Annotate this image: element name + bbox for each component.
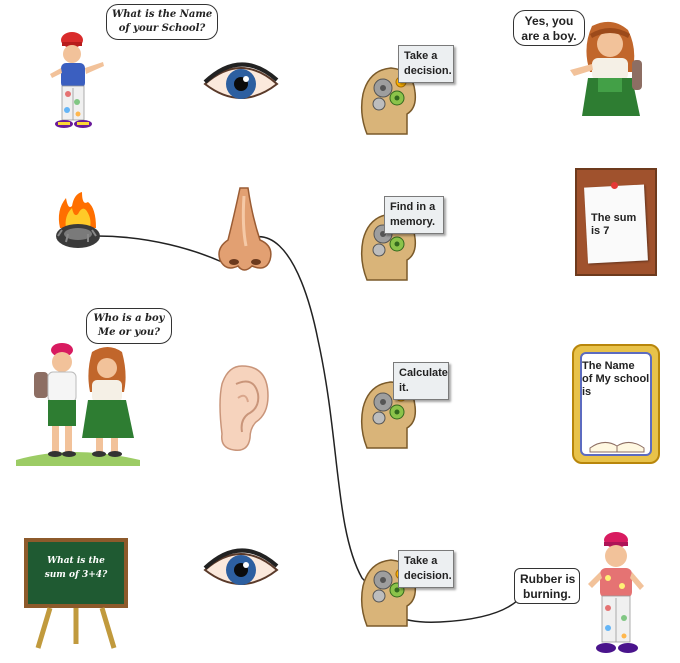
eye-icon xyxy=(203,62,279,99)
speech-bubble-school-name: What is the Name of your School? xyxy=(106,4,218,40)
speech-line: of your School? xyxy=(118,23,206,34)
board-card-text: The sum is 7 xyxy=(591,212,636,238)
nose-icon xyxy=(218,187,272,271)
boy-speaking-icon xyxy=(588,532,644,653)
picture-frame-icon: The Name of My school is xyxy=(572,344,660,464)
board-line: sum of 3+4? xyxy=(44,570,108,580)
frame-inner xyxy=(580,352,652,456)
easel-legs-icon xyxy=(35,607,117,649)
boy-asking-icon xyxy=(50,32,104,128)
speech-line: Yes, you xyxy=(524,14,574,28)
notice-board-icon: The sum is 7 xyxy=(575,168,657,276)
boy-and-girl-icon xyxy=(16,343,140,466)
speech-line: Me or you? xyxy=(98,327,160,338)
note-line: it. xyxy=(399,382,409,394)
speech-line: are a boy. xyxy=(521,29,577,43)
eye-icon xyxy=(203,548,279,585)
brain-note-decision-2: Take a decision. xyxy=(398,550,454,588)
speech-bubble-rubber: Rubber is burning. xyxy=(514,568,580,604)
open-book-icon xyxy=(589,442,645,453)
card-line: The sum xyxy=(591,212,637,224)
speech-line: Who is a boy xyxy=(93,313,165,324)
chalkboard-icon: What is the sum of 3+4? xyxy=(24,538,128,649)
note-line: Calculate xyxy=(399,367,448,379)
girl-answering-icon xyxy=(570,21,642,116)
brain-note-memory: Find in a memory. xyxy=(384,196,444,234)
speech-bubble-who-boy: Who is a boy Me or you? xyxy=(86,308,172,344)
note-line: Take a xyxy=(404,50,438,62)
chalkboard-text: What is the sum of 3+4? xyxy=(30,554,122,582)
chalkboard-surface xyxy=(24,538,128,608)
ear-icon xyxy=(219,365,269,451)
card-line: is 7 xyxy=(591,225,610,237)
frame-card-text: The Name of My school is xyxy=(582,360,649,399)
brain-note-calculate: Calculate it. xyxy=(393,362,449,400)
card-line: of My school xyxy=(582,373,650,385)
speech-bubble-yes-boy: Yes, you are a boy. xyxy=(513,10,585,46)
brain-gears-icon xyxy=(360,67,417,135)
note-line: memory. xyxy=(390,216,436,228)
card-line: is xyxy=(582,386,592,398)
note-line: Find in a xyxy=(390,201,436,213)
card-line: The Name xyxy=(582,360,635,372)
board-line: What is the xyxy=(47,556,105,566)
pin-icon xyxy=(611,182,618,189)
brain-note-decision: Take a decision. xyxy=(398,45,454,83)
note-line: decision. xyxy=(404,570,452,582)
speech-line: burning. xyxy=(523,587,571,601)
burning-tyre-icon xyxy=(56,192,100,248)
note-line: decision. xyxy=(404,65,452,77)
note-line: Take a xyxy=(404,555,438,567)
speech-line: What is the Name xyxy=(112,9,213,20)
speech-line: Rubber is xyxy=(520,572,576,586)
